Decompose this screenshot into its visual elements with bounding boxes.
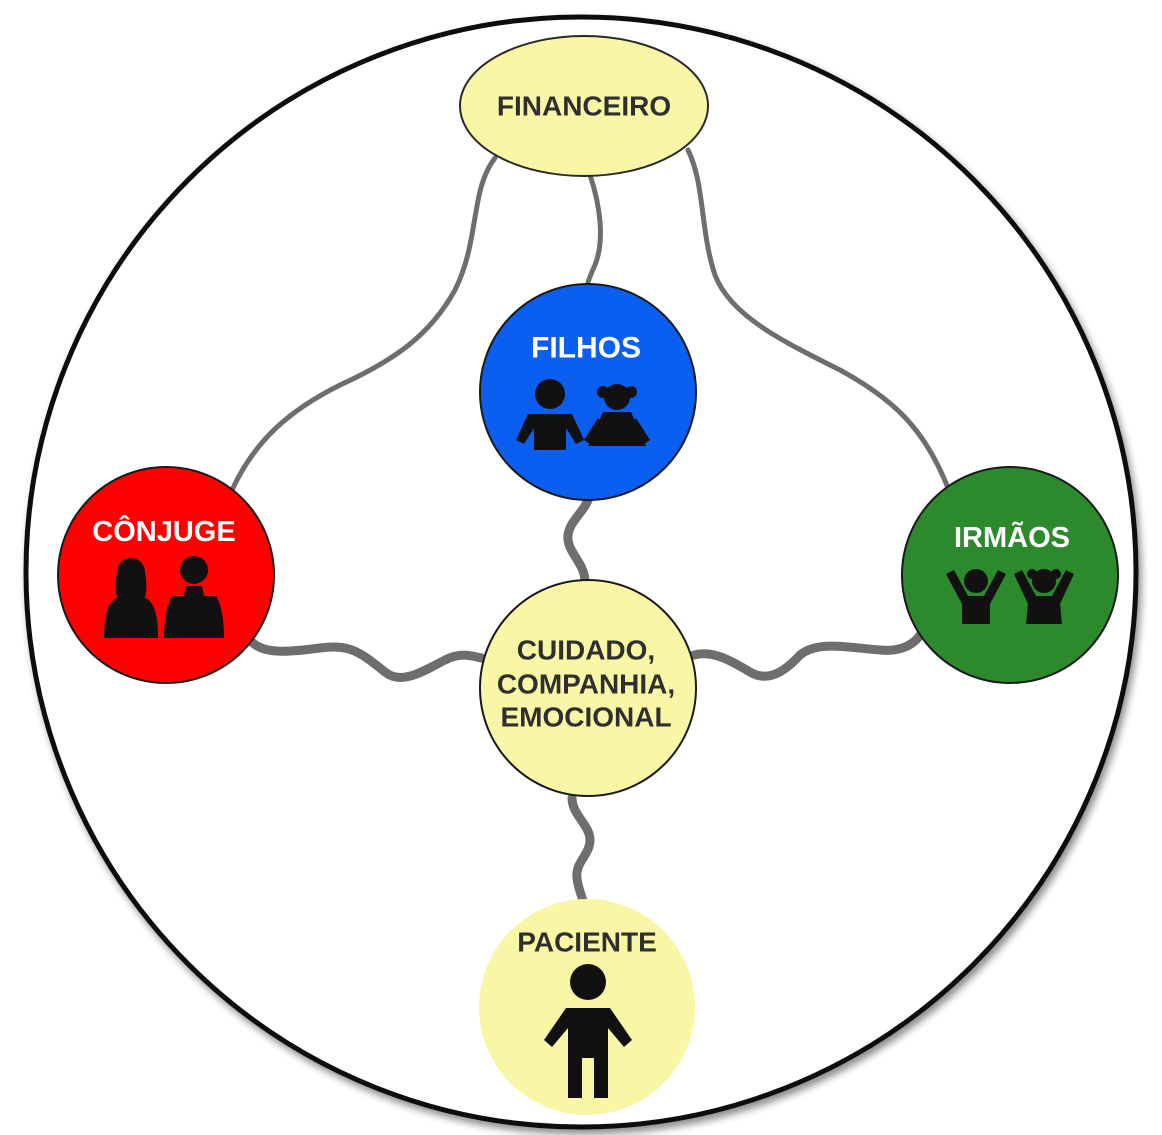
cuidado-line-3: EMOCIONAL [500,702,671,733]
connector-financeiro-irmaos [685,147,951,491]
person-icon [544,964,632,1098]
cuidado-line-2: COMPANHIA, [497,669,675,700]
financeiro-ellipse [459,35,709,177]
connector-conjuge-cuidado [245,635,495,682]
connector-filhos-cuidado [563,490,595,587]
paciente-circle [479,899,695,1115]
node-irmaos: IRMÃOS [901,466,1119,684]
node-paciente: PACIENTE [479,899,695,1115]
node-conjuge: CÔNJUGE [57,466,275,684]
connector-financeiro-conjuge [229,155,498,493]
children-icon [516,379,650,450]
siblings-icon [946,569,1074,624]
conjuge-label: CÔNJUGE [92,514,235,548]
node-filhos: FILHOS [479,283,697,501]
irmaos-circle [901,466,1119,684]
filhos-circle [479,283,697,501]
connector-irmaos-cuidado [689,627,927,681]
connector-cuidado-paciente [567,793,595,915]
paciente-label: PACIENTE [517,927,657,958]
cuidado-circle [479,579,697,797]
node-financeiro: FINANCEIRO [459,35,709,177]
cuidado-line-1: CUIDADO, [517,635,655,666]
couple-icon [104,556,224,638]
node-cuidado: CUIDADO, COMPANHIA, EMOCIONAL [479,579,697,797]
financeiro-label: FINANCEIRO [497,91,671,122]
irmaos-label: IRMÃOS [954,520,1070,554]
conjuge-circle [57,466,275,684]
filhos-label: FILHOS [531,332,641,365]
